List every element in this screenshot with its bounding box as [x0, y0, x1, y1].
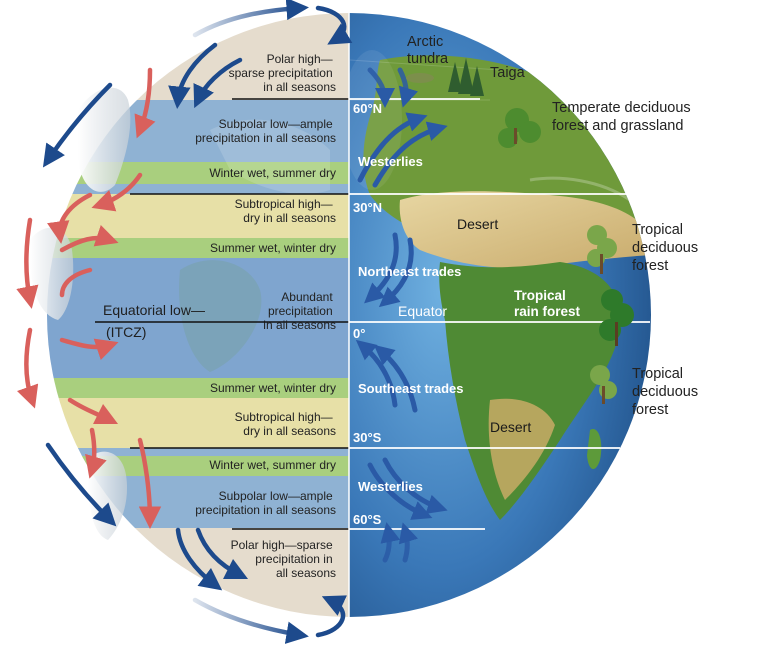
latitude-lines: [348, 13, 650, 617]
tropical-deciduous-north-1: Tropical: [632, 222, 683, 238]
lat-30s: 30°S: [353, 430, 382, 445]
kalahari-region: [488, 398, 555, 500]
polar-cell-south: [175, 527, 223, 591]
itcz-line2: (ITCZ): [106, 324, 146, 340]
arctic-label-1: Arctic: [407, 34, 443, 50]
band-label-subtropical-high-north: Subtropical high— dry in all seasons: [235, 197, 336, 225]
northeast-trades-label: Northeast trades: [358, 264, 461, 279]
wind-arrows: [355, 67, 448, 563]
lat-60n: 60°N: [353, 101, 382, 116]
band-label-winter-wet-south: Winter wet, summer dry: [209, 458, 336, 472]
arctic-label-2: tundra: [407, 51, 449, 67]
tropical-deciduous-south-3: forest: [632, 402, 668, 418]
lat-equator: 0°: [353, 326, 365, 341]
biome-labels: Arctic tundra Taiga Temperate deciduous …: [407, 34, 698, 418]
tropical-deciduous-trees-south: [590, 365, 617, 404]
desert-north-label: Desert: [457, 216, 498, 232]
desert-south-label: Desert: [490, 419, 531, 435]
polar-cell-top: [192, 0, 309, 38]
lat-60s: 60°S: [353, 512, 382, 527]
taiga-trees: [448, 58, 484, 96]
tropical-deciduous-trees-north: [587, 225, 617, 274]
hadley-north: [16, 217, 39, 309]
latitude-labels: 60°N 30°N 0° 30°S 60°S: [353, 101, 382, 527]
temperate-label-1: Temperate deciduous: [552, 100, 691, 116]
band-label-subpolar-low-south: Subpolar low—ample precipitation in all …: [195, 489, 336, 517]
rainforest-label-2: rain forest: [514, 304, 581, 319]
lat-30n: 30°N: [353, 200, 382, 215]
polar-cell-loop: [315, 5, 353, 45]
tropical-deciduous-north-3: forest: [632, 258, 668, 274]
band-label-subpolar-low-north: Subpolar low—ample precipitation in all …: [195, 117, 336, 145]
polar-cell-descend: [168, 42, 218, 109]
polar-cell-south-bottom: [192, 597, 309, 644]
band-label-winter-wet-north: Winter wet, summer dry: [209, 166, 336, 180]
ferrel-north-rise: [134, 67, 156, 139]
westerlies-north-label: Westerlies: [358, 154, 423, 169]
itcz-label: Equatorial low— (ITCZ): [103, 302, 205, 340]
westerlies-south-label: Westerlies: [358, 479, 423, 494]
tropical-deciduous-north-2: deciduous: [632, 240, 698, 256]
band-label-polar-high-north: Polar high— sparse precipitation in all …: [229, 52, 336, 94]
ferrel-south: [45, 442, 117, 527]
band-label-summer-wet-north: Summer wet, winter dry: [210, 241, 336, 255]
cloud-north: [78, 87, 131, 192]
southeast-trades-label: Southeast trades: [358, 381, 463, 396]
band-label-abundant-precipitation: Abundant precipitation in all seasons: [263, 290, 336, 332]
sahara-region: [399, 191, 650, 269]
tundra-vegetation: [406, 73, 434, 83]
madagascar: [587, 429, 602, 470]
globe-labels: Equator Desert Desert Tropical rain fore…: [398, 216, 581, 435]
equator-label: Equator: [398, 303, 447, 319]
band-label-polar-high-south: Polar high—sparse precipitation in all s…: [231, 538, 336, 580]
tropical-deciduous-south-2: deciduous: [632, 384, 698, 400]
rainforest-trees: [599, 289, 634, 346]
africa-south: [439, 262, 621, 520]
temperate-label-2: forest and grassland: [552, 118, 683, 134]
cloud-equatorial: [29, 227, 74, 320]
rainforest-label-1: Tropical: [514, 288, 566, 303]
taiga-label: Taiga: [490, 65, 526, 81]
circulation-arrows: [16, 0, 353, 644]
temperate-trees: [498, 108, 541, 148]
hadley-south: [16, 327, 39, 409]
itcz-line1: Equatorial low—: [103, 302, 205, 318]
vegetation: [406, 58, 634, 404]
band-label-summer-wet-south: Summer wet, winter dry: [210, 381, 336, 395]
tropical-deciduous-south-1: Tropical: [632, 366, 683, 382]
band-label-subtropical-high-south: Subtropical high— dry in all seasons: [235, 410, 336, 438]
band-labels: Polar high— sparse precipitation in all …: [195, 52, 336, 580]
wind-labels: Westerlies Northeast trades Southeast tr…: [358, 154, 463, 494]
